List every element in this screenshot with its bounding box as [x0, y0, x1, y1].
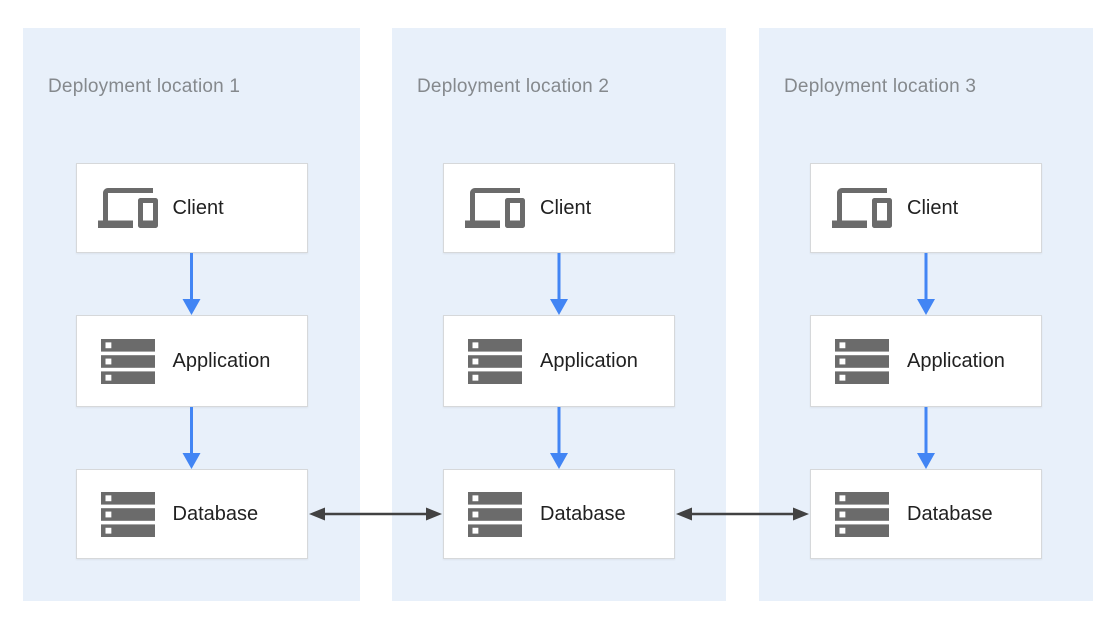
database-node: Database	[810, 469, 1042, 559]
node-label: Client	[907, 196, 959, 219]
devices-icon	[464, 188, 526, 228]
database-node: Database	[75, 469, 308, 559]
node-label: Application	[907, 349, 1005, 372]
client-node: Client	[810, 163, 1042, 253]
deployment-location-2-panel: Deployment location 2 Client A	[392, 28, 726, 601]
node-label: Application	[540, 349, 638, 372]
server-stack-icon	[464, 338, 526, 384]
node-label: Application	[172, 349, 271, 372]
node-label: Database	[540, 502, 626, 525]
panel-title: Deployment location 3	[784, 76, 977, 97]
node-label: Database	[172, 502, 259, 525]
application-node: Application	[443, 315, 675, 407]
application-node: Application	[810, 315, 1042, 407]
server-stack-icon	[831, 338, 893, 384]
application-node: Application	[75, 315, 308, 407]
node-label: Database	[907, 502, 993, 525]
client-node: Client	[443, 163, 675, 253]
server-stack-icon	[97, 491, 159, 537]
panel-title: Deployment location 1	[48, 76, 241, 97]
node-label: Client	[172, 196, 224, 219]
client-node: Client	[75, 163, 308, 253]
devices-icon	[831, 188, 893, 228]
deployment-location-3-panel: Deployment location 3 Client A	[759, 28, 1093, 601]
panel-title: Deployment location 2	[417, 76, 610, 97]
server-stack-icon	[831, 491, 893, 537]
server-stack-icon	[97, 338, 159, 384]
deployment-location-1-panel: Deployment location 1 Client A	[23, 28, 360, 601]
database-node: Database	[443, 469, 675, 559]
devices-icon	[97, 188, 159, 228]
node-label: Client	[540, 196, 592, 219]
server-stack-icon	[464, 491, 526, 537]
